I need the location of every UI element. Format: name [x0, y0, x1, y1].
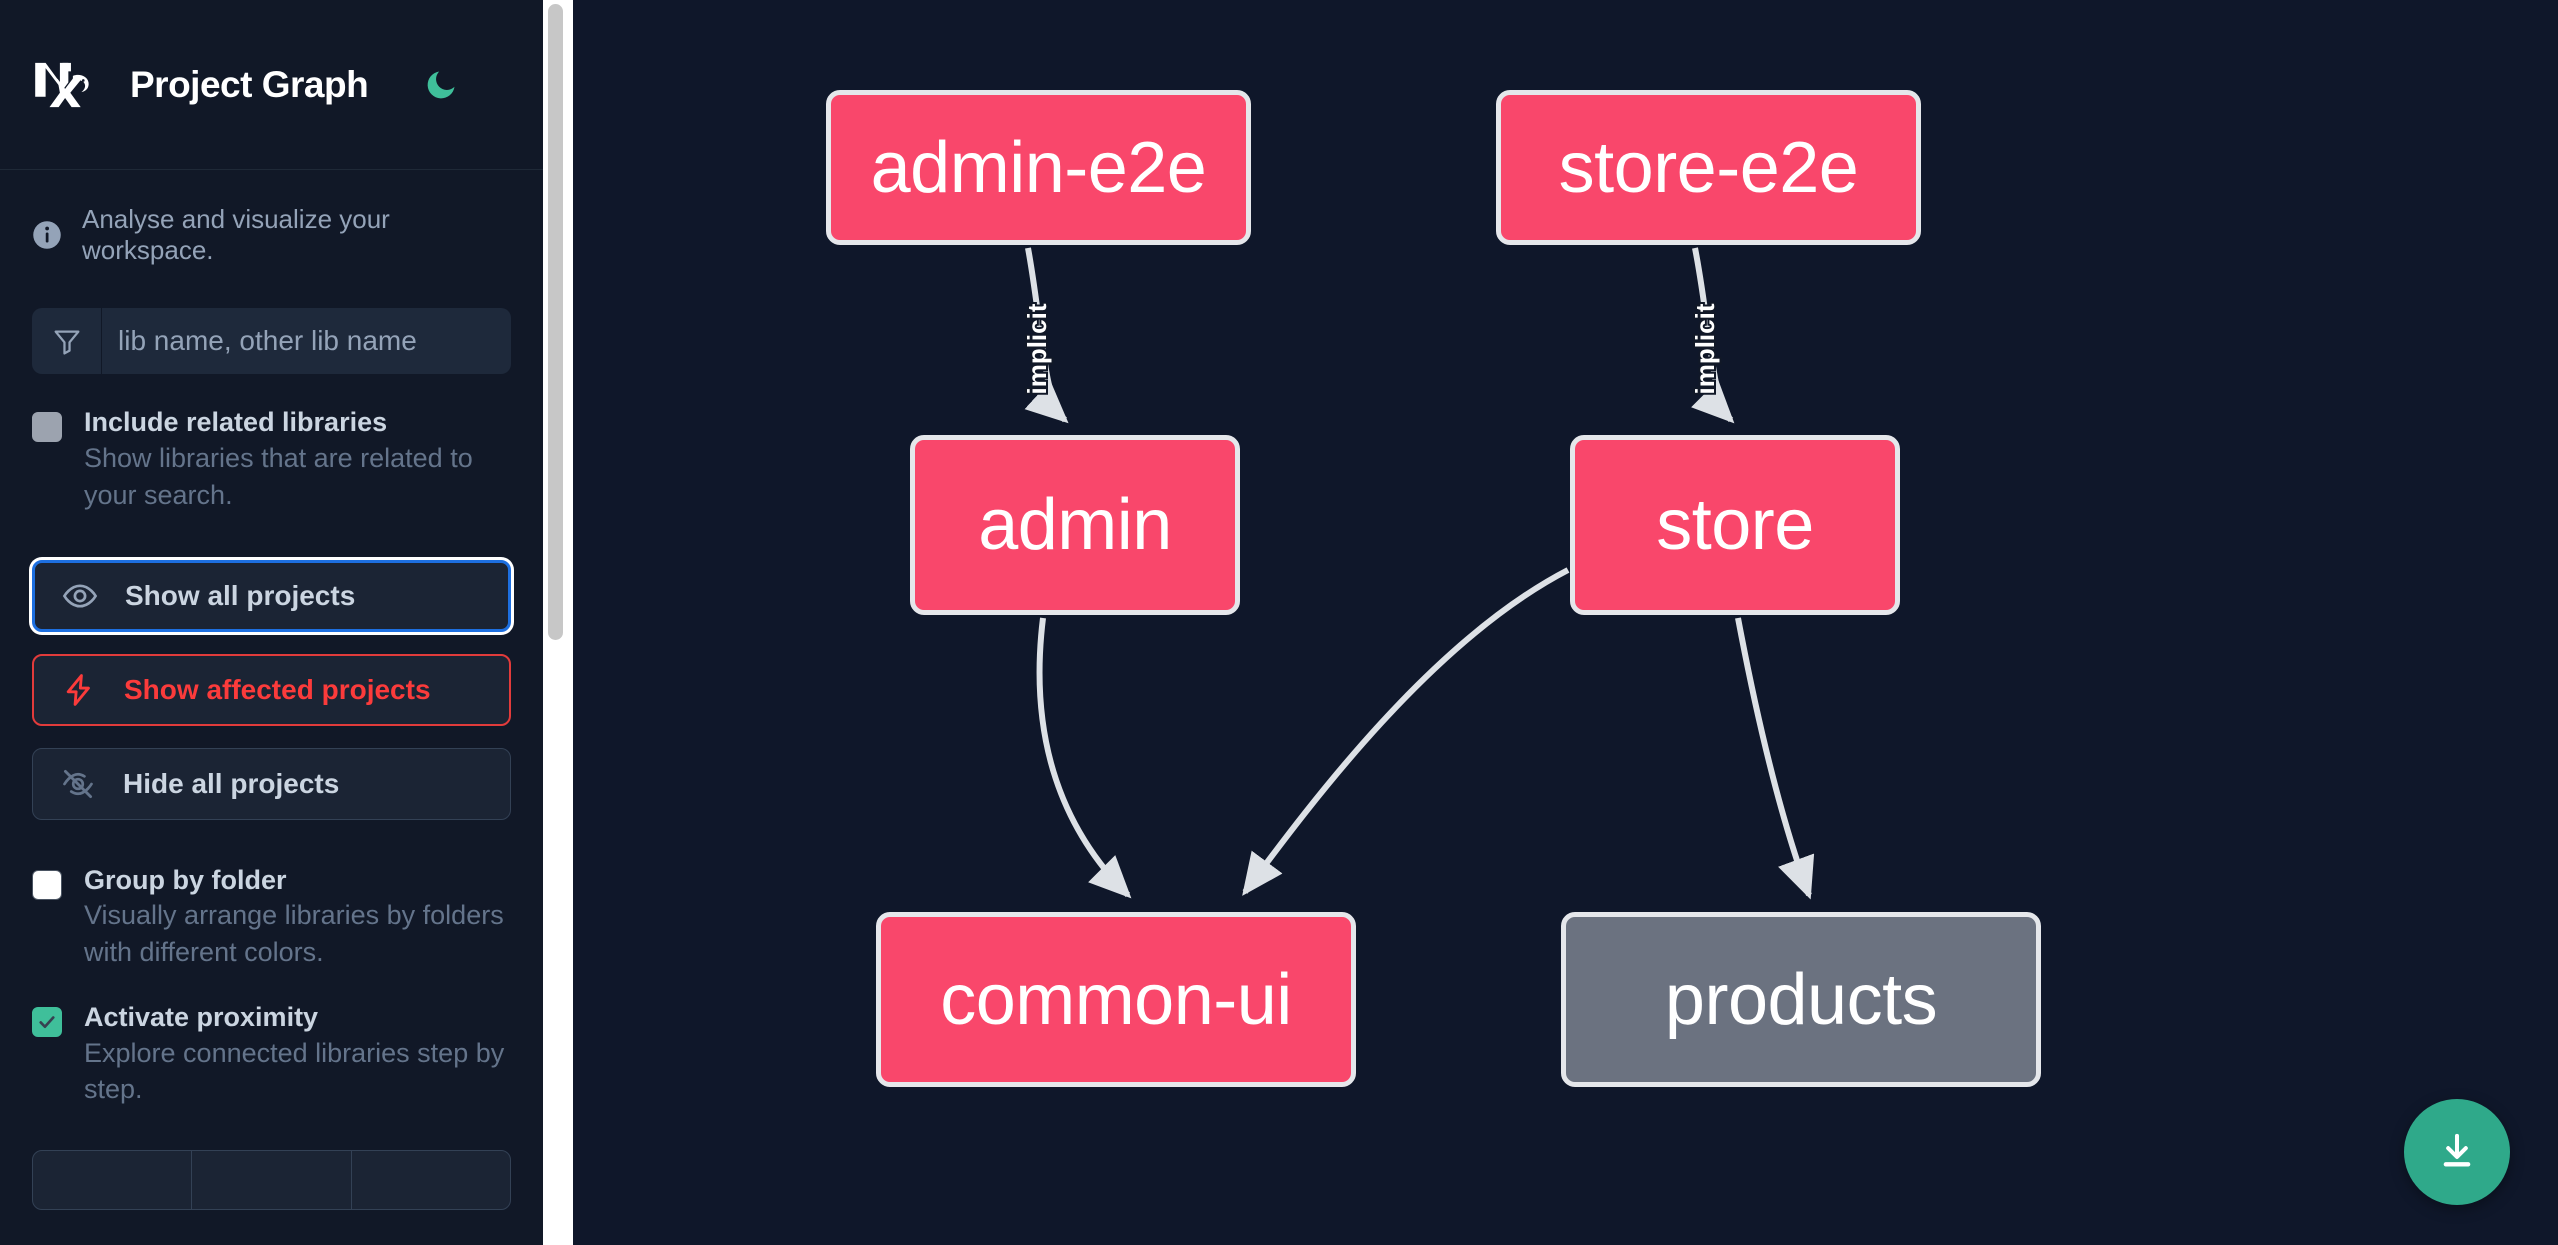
sidebar-tagline-text: Analyse and visualize your workspace.: [82, 204, 390, 266]
checkbox-label-group-by-folder: Group by folder: [84, 864, 287, 895]
graph-node-admin-e2e[interactable]: admin-e2e: [826, 90, 1251, 245]
page-title: Project Graph: [130, 63, 369, 105]
hide-all-projects-label: Hide all projects: [123, 767, 340, 799]
graph-node-common-ui[interactable]: common-ui: [876, 912, 1356, 1087]
eye-icon: [61, 577, 99, 615]
graph-edges: [1024, 247, 1815, 900]
graph-node-products[interactable]: products: [1561, 912, 2041, 1087]
show-all-projects-label: Show all projects: [125, 579, 356, 611]
download-button[interactable]: [2404, 1099, 2510, 1205]
search-field[interactable]: [32, 308, 511, 375]
sidebar-header: Project Graph: [0, 0, 543, 170]
project-visibility-buttons: Show all projects Show affected projects: [32, 559, 511, 820]
checkbox-description-activate-proximity: Explore connected libraries step by step…: [84, 1037, 505, 1105]
edge-admin-common-ui: [1036, 617, 1132, 899]
checkbox-label-activate-proximity: Activate proximity: [84, 1001, 319, 1032]
sidebar: Project Graph Analyse and visualize your…: [0, 0, 543, 1245]
edge-store-common-ui: [1242, 567, 1570, 896]
edge-store-e2e-store: [1691, 247, 1735, 424]
graph-node-label-common-ui: common-ui: [940, 959, 1292, 1040]
graph-node-label-store: store: [1656, 485, 1814, 565]
checkbox-activate-proximity[interactable]: Activate proximity Explore connected lib…: [0, 1001, 543, 1108]
filter-icon: [32, 308, 102, 375]
edge-admin-e2e-admin: [1024, 247, 1069, 424]
checkbox-group-by-folder[interactable]: Group by folder Visually arrange librari…: [0, 864, 543, 971]
project-graph-canvas[interactable]: admin-e2e store-e2e admin store common-u…: [573, 0, 2558, 1245]
graph-node-label-admin: admin: [978, 485, 1172, 565]
segmented-control-option-2[interactable]: [192, 1150, 352, 1209]
eye-off-icon: [59, 765, 97, 803]
sidebar-tagline: Analyse and visualize your workspace.: [0, 170, 543, 266]
info-icon: [32, 220, 62, 250]
show-affected-projects-label: Show affected projects: [124, 673, 431, 705]
download-icon: [2443, 1133, 2471, 1167]
checkbox-description-group-by-folder: Visually arrange libraries by folders wi…: [84, 900, 504, 968]
moon-icon[interactable]: [420, 64, 462, 106]
sidebar-scrollbar-thumb[interactable]: [548, 4, 563, 640]
lightning-icon: [60, 671, 98, 709]
graph-node-label-products: products: [1664, 959, 1938, 1040]
graph-node-store[interactable]: store: [1570, 435, 1900, 615]
segmented-control-option-3[interactable]: [352, 1151, 510, 1209]
segmented-control-option-1[interactable]: [33, 1150, 193, 1209]
search-input[interactable]: [102, 308, 511, 375]
checkbox-box-group-by-folder[interactable]: [32, 869, 62, 900]
checkbox-include-related-libraries[interactable]: Include related libraries Show libraries…: [0, 406, 543, 513]
show-all-projects-button[interactable]: Show all projects: [32, 559, 511, 632]
hide-all-projects-button[interactable]: Hide all projects: [32, 747, 511, 820]
checkbox-box-include-related-libraries[interactable]: [32, 412, 62, 443]
checkbox-box-activate-proximity[interactable]: [32, 1006, 62, 1037]
nx-logo-icon: [30, 59, 108, 111]
graph-node-admin[interactable]: admin: [910, 435, 1240, 615]
graph-node-label-store-e2e: store-e2e: [1558, 127, 1859, 208]
checkbox-description-include-related-libraries: Show libraries that are related to your …: [84, 443, 473, 510]
segmented-control[interactable]: [32, 1149, 511, 1210]
graph-node-store-e2e[interactable]: store-e2e: [1496, 90, 1921, 245]
graph-node-label-admin-e2e: admin-e2e: [870, 127, 1207, 208]
checkbox-label-include-related-libraries: Include related libraries: [84, 407, 388, 438]
edge-store-products: [1735, 617, 1815, 900]
show-affected-projects-button[interactable]: Show affected projects: [32, 653, 511, 726]
